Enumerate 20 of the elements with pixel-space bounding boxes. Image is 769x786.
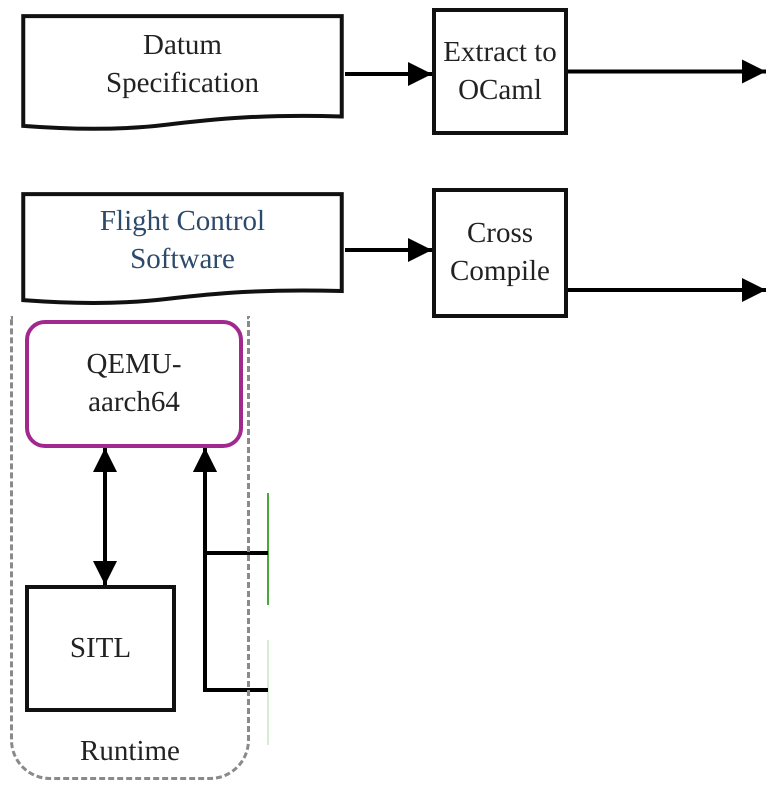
node-label: SITL bbox=[68, 630, 132, 666]
process-box bbox=[432, 8, 568, 135]
document-shape bbox=[20, 193, 345, 307]
arrow bbox=[345, 62, 432, 86]
dashed-group-box bbox=[10, 316, 250, 780]
arrow bbox=[345, 238, 432, 262]
process-box bbox=[25, 585, 176, 712]
node-label: Runtime bbox=[79, 734, 181, 770]
node-label: Extract to OCaml bbox=[442, 34, 558, 108]
arrow bbox=[193, 448, 268, 692]
rounded-process-box bbox=[25, 320, 243, 448]
document-shape bbox=[20, 15, 345, 133]
node-label: QEMU-aarch64 bbox=[85, 347, 183, 420]
node-label: Datum Specification bbox=[104, 28, 260, 101]
arrow bbox=[568, 278, 766, 302]
arrow bbox=[568, 60, 766, 84]
node-label: Flight Control Software bbox=[98, 204, 266, 277]
node-label: Cross Compile bbox=[449, 216, 551, 289]
process-box bbox=[432, 188, 568, 318]
arrow bbox=[93, 448, 117, 585]
